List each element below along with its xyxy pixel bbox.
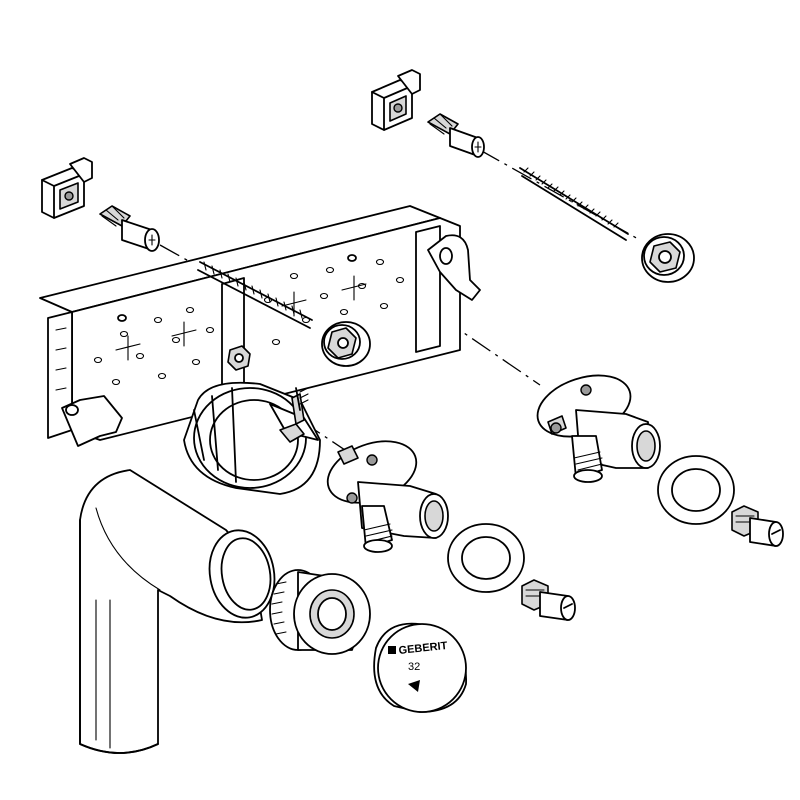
wall-elbow-right xyxy=(536,374,661,483)
threaded-rod-right xyxy=(519,167,629,241)
washer-nut-left xyxy=(321,321,371,367)
mounting-bracket-rail xyxy=(39,205,481,447)
drain-elbow-pipe xyxy=(79,469,276,754)
plug-screw-right xyxy=(731,505,784,547)
threaded-rod-left xyxy=(197,261,313,329)
threaded-adapter xyxy=(269,569,371,655)
seal-ring-left xyxy=(447,523,525,593)
cap-brand-text: GEBERIT xyxy=(398,640,448,657)
washer-nut-right xyxy=(641,233,695,283)
wall-plug-top xyxy=(427,113,485,158)
arrow-icon xyxy=(408,680,420,692)
wall-plug-left xyxy=(99,205,160,252)
brand-square-icon xyxy=(388,646,396,654)
plug-screw-left xyxy=(521,579,576,621)
mounting-clip-top xyxy=(371,69,421,131)
bracket-cross-marks xyxy=(115,275,367,361)
cover-cap: GEBERIT 32 xyxy=(373,622,467,713)
mounting-clip-left xyxy=(41,157,93,219)
cap-size-text: 32 xyxy=(408,661,420,673)
pipe-clamp xyxy=(183,381,321,495)
seal-ring-right xyxy=(657,455,735,525)
bracket-nut xyxy=(227,345,251,371)
wall-elbow-left xyxy=(326,440,449,553)
